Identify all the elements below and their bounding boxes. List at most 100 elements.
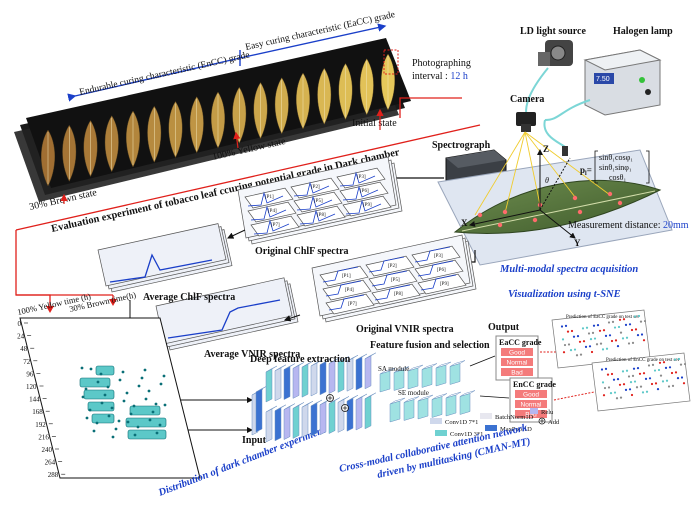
svg-text:EnCC grade: EnCC grade <box>513 380 556 389</box>
network-legend: Conv1D 7*1 BatchNorm1D Relu Conv1D 3*1 M… <box>430 408 560 438</box>
average-chlf-label: Average ChlF spectra <box>143 292 235 303</box>
spectrograph-label: Spectrograph <box>432 140 491 151</box>
original-chlf-label: Original ChlF spectra <box>255 246 349 257</box>
network-block <box>421 366 433 388</box>
dist-tick-label: 240 <box>42 446 53 454</box>
sa-module-label: SA module <box>378 365 409 373</box>
photographing-label: Photographing <box>412 58 471 69</box>
network-block <box>379 370 391 393</box>
multimodal-title: Multi-modal spectra acquisition <box>499 264 638 275</box>
tsne-title: Visualization using t-SNE <box>508 289 621 300</box>
svg-text:Normal: Normal <box>507 360 529 367</box>
network-block <box>319 361 327 396</box>
se-module-label: SE module <box>398 389 429 397</box>
network-block <box>389 400 401 423</box>
dist-tick-label: 264 <box>45 459 56 467</box>
svg-text:cosθ₁: cosθ₁ <box>609 173 626 182</box>
tsne-plots: Prediction of EaCC grade on test setPred… <box>551 309 691 412</box>
svg-text:sinθ₁sinφ₁: sinθ₁sinφ₁ <box>599 163 632 172</box>
network-block <box>346 357 354 392</box>
spectra-panels: [P1][P2][P3][P4][P5][P6][P7][P8][P9][P1]… <box>97 156 477 351</box>
encc-output: EnCC grade Good Normal Bad <box>509 377 556 423</box>
chlf-cell <box>336 167 386 189</box>
chlf-cell <box>293 191 343 213</box>
network-block <box>310 362 318 397</box>
leaf-photo-strip <box>14 38 411 202</box>
vnir-cell-label: [P2] <box>388 264 397 269</box>
ld-light-label: LD light source <box>520 26 586 37</box>
legend-conv7: Conv1D 7*1 <box>445 419 478 426</box>
chlf-cell-label: [P6] <box>360 189 369 194</box>
chlf-cell-label: [P7] <box>271 223 280 228</box>
network-block <box>274 367 282 402</box>
network-block <box>346 397 354 432</box>
network-block <box>393 369 405 391</box>
vnir-cell-label: [P4] <box>345 288 354 293</box>
network-block <box>328 360 336 395</box>
svg-text:pl=: pl= <box>580 165 592 177</box>
svg-text:Bad: Bad <box>511 370 523 377</box>
svg-text:Good: Good <box>509 350 525 357</box>
avg-chlf-line <box>109 253 213 283</box>
fusion-label: Feature fusion and selection <box>370 340 490 351</box>
initial-state-label: Initial state <box>352 118 397 129</box>
legend-bn: BatchNorm1D <box>495 414 534 421</box>
network-block <box>337 398 345 433</box>
dist-tick-label: 216 <box>38 433 49 441</box>
network-block <box>435 364 447 387</box>
network-block <box>431 396 443 418</box>
network-block <box>301 403 309 438</box>
chlf-cell-label: [P2] <box>311 185 320 190</box>
axis-y: Y <box>574 238 581 248</box>
network-block <box>364 355 372 390</box>
vnir-cell-label: [P6] <box>437 268 446 273</box>
chlf-cell <box>247 201 297 223</box>
vnir-cell-label: [P9] <box>440 282 449 287</box>
chlf-cell <box>244 187 294 209</box>
network-block <box>301 363 309 398</box>
network-block <box>445 394 457 417</box>
network-block <box>364 395 372 430</box>
legend-relu: Relu <box>541 409 554 416</box>
hardware-block: 7.50 <box>437 40 673 266</box>
tsne-plot-title: Prediction of EnCC grade on test set <box>606 358 680 363</box>
chlf-cell-label: [P3] <box>357 175 366 180</box>
photo-interval: interval : 12 h <box>412 71 468 82</box>
chlf-cell <box>250 215 300 237</box>
dist-tick-label: 0 <box>18 320 22 328</box>
network-block <box>292 364 300 399</box>
camera-label: Camera <box>510 94 544 105</box>
dist-tick-label: 144 <box>29 396 40 404</box>
vnir-cell-label: [P5] <box>391 278 400 283</box>
network-block <box>274 407 282 442</box>
legend-conv3: Conv1D 3*1 <box>450 431 483 438</box>
vnir-cell-label: [P7] <box>348 302 357 307</box>
network-block <box>449 363 461 385</box>
chlf-cell <box>290 177 340 199</box>
dist-tick-label: 96 <box>26 370 34 378</box>
network-block <box>310 402 318 437</box>
network-block <box>283 406 291 441</box>
avg-vnir-line <box>167 299 281 339</box>
legend-add: Add <box>548 419 560 426</box>
network-block <box>328 400 336 435</box>
chlf-cell <box>296 205 346 227</box>
svg-text:Good: Good <box>523 392 539 399</box>
network-block <box>265 368 273 403</box>
average-vnir-label: Average VNIR spectra <box>204 349 300 360</box>
svg-text:sinθ₁cosφ₁: sinθ₁cosφ₁ <box>599 153 633 162</box>
legend-pool: MaxPool1D <box>500 426 532 433</box>
grade-arrows <box>67 23 387 102</box>
measurement-distance: Measurement distance: 20mm <box>568 220 689 231</box>
network-block <box>255 388 263 433</box>
chlf-cell-label: [P5] <box>314 199 323 204</box>
photo-highlight <box>383 49 399 75</box>
deep-feature-label: Deep feature extraction <box>250 354 351 365</box>
original-vnir-label: Original VNIR spectra <box>356 324 454 335</box>
svg-text:Normal: Normal <box>521 402 543 409</box>
chlf-cell-label: [P8] <box>317 213 326 218</box>
dist-tick-label: 120 <box>26 383 37 391</box>
cman-mt-network <box>251 352 510 443</box>
svg-text:EaCC grade: EaCC grade <box>499 338 542 347</box>
